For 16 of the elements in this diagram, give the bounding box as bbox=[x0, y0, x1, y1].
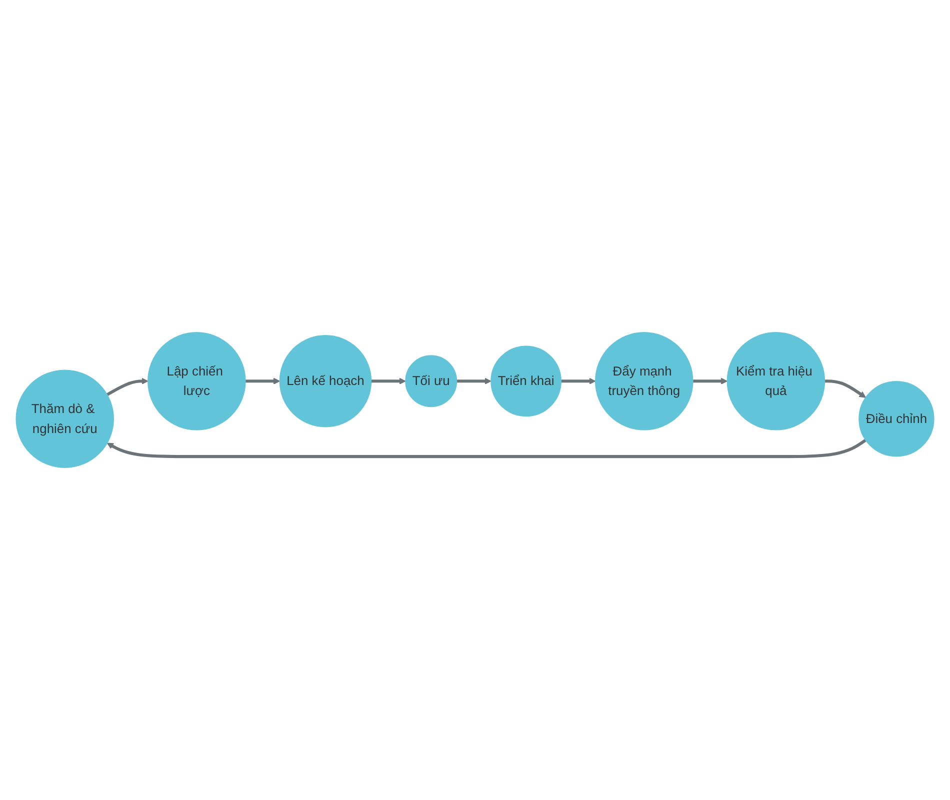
node-circle: Tối ưu bbox=[405, 355, 458, 408]
node-circle: Lập chiến lược bbox=[148, 332, 246, 430]
arrow bbox=[106, 378, 148, 396]
arrow bbox=[824, 380, 866, 398]
node-circle: Lên kế hoạch bbox=[279, 335, 372, 428]
arrow bbox=[106, 438, 866, 458]
arrow bbox=[561, 378, 596, 384]
node-circle: Kiểm tra hiệu quả bbox=[726, 332, 826, 430]
node-circle: Đẩy mạnh truyền thông bbox=[595, 332, 694, 430]
arrow bbox=[371, 378, 406, 384]
node-circle: Triển khai bbox=[490, 346, 562, 417]
arrow bbox=[456, 378, 492, 384]
node-circle: Điều chỉnh bbox=[858, 381, 934, 457]
arrow bbox=[245, 378, 280, 384]
node-circle: Thăm dò & nghiên cứu bbox=[16, 370, 114, 468]
arrow bbox=[692, 378, 728, 384]
